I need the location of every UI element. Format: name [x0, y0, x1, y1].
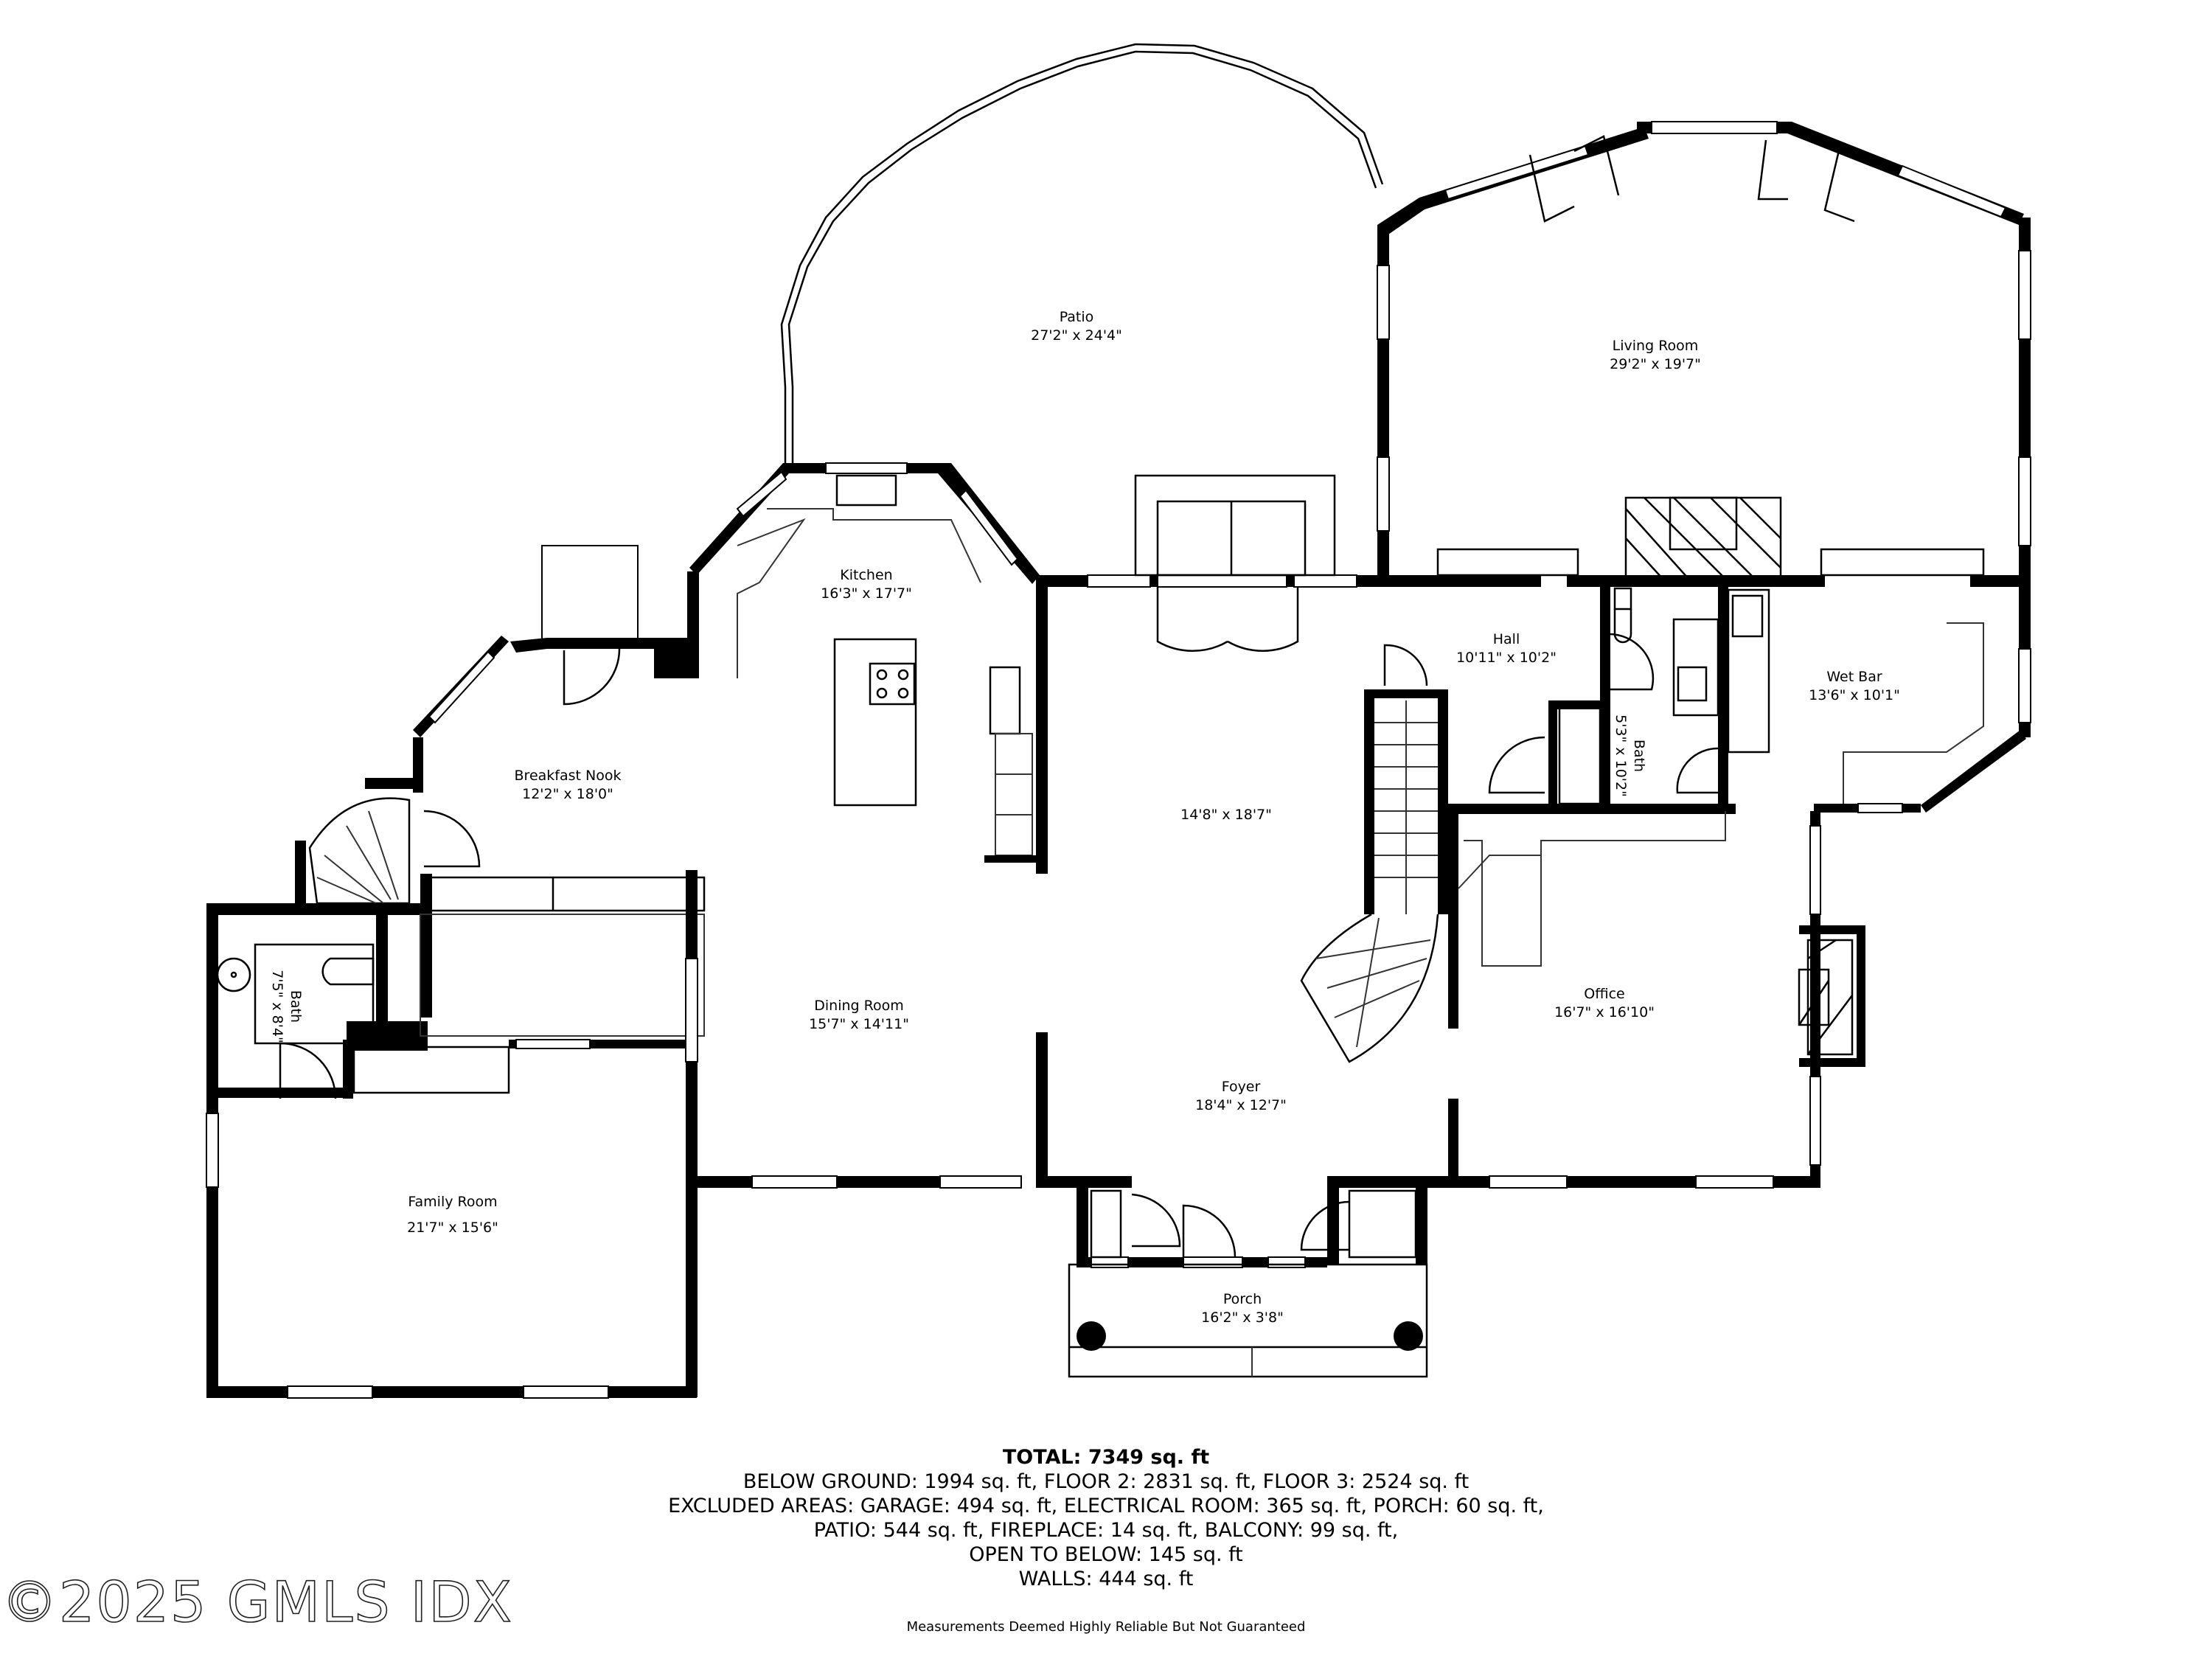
room-name: Patio [1059, 309, 1094, 325]
office-walls [1448, 811, 1865, 1189]
room-name: Living Room [1612, 338, 1699, 354]
living-room-walls [1377, 121, 2031, 582]
kitchen-walls [687, 462, 1048, 874]
dining-room-walls [685, 951, 1048, 1189]
room-dims: 21'7" x 15'6" [407, 1220, 498, 1236]
room-label-wet-bar: Wet Bar 13'6" x 10'1" [1809, 668, 1900, 705]
room-name: Hall [1492, 631, 1520, 647]
room-label-office: Office 16'7" x 16'10" [1554, 985, 1655, 1022]
fireplace-living [1624, 496, 1782, 580]
room-dims: 29'2" x 19'7" [1610, 356, 1701, 372]
room-label-living-room: Living Room 29'2" x 19'7" [1610, 337, 1701, 374]
area-summary: TOTAL: 7349 sq. ft BELOW GROUND: 1994 sq… [0, 1445, 2212, 1591]
room-dims: 10'11" x 10'2" [1456, 650, 1557, 666]
room-label-breakfast-nook: Breakfast Nook 12'2" x 18'0" [515, 767, 622, 804]
room-name: Family Room [408, 1194, 498, 1210]
office-top-built-in [1458, 811, 1726, 889]
room-label-family-room: Family Room 21'7" x 15'6" [407, 1193, 498, 1237]
room-label-bath-upper: Bath 5'3" x 10'2" [1611, 714, 1648, 797]
room-name: Bath [1631, 739, 1647, 773]
room-label-kitchen: Kitchen 16'3" x 17'7" [821, 566, 912, 603]
room-dims: 13'6" x 10'1" [1809, 687, 1900, 703]
room-dims: 16'2" x 3'8" [1201, 1310, 1284, 1326]
foyer-walls [1036, 1176, 1449, 1378]
room-dims: 27'2" x 24'4" [1031, 327, 1122, 344]
room-name: Bath [288, 990, 304, 1023]
family-room-walls [206, 870, 698, 1399]
living-room-doors [1528, 135, 1855, 223]
measurement-disclaimer: Measurements Deemed Highly Reliable But … [906, 1619, 1306, 1635]
room-label-bath-lower: Bath 7'5" x 8'4" [268, 970, 305, 1043]
summary-line-walls: WALLS: 444 sq. ft [1018, 1568, 1194, 1590]
summary-line-excluded: EXCLUDED AREAS: GARAGE: 494 sq. ft, ELEC… [668, 1495, 1544, 1517]
breakfast-nook-walls [295, 545, 691, 911]
hall-bath-wetbar-walls [1436, 548, 2031, 814]
room-dims: 5'3" x 10'2" [1613, 714, 1629, 797]
room-dims: 16'7" x 16'10" [1554, 1004, 1655, 1020]
summary-line-floors: BELOW GROUND: 1994 sq. ft, FLOOR 2: 2831… [742, 1470, 1470, 1493]
room-name: Wet Bar [1826, 669, 1882, 685]
room-name: Breakfast Nook [514, 768, 622, 784]
room-label-hall: Hall 10'11" x 10'2" [1456, 630, 1557, 667]
room-label-dining-room: Dining Room 15'7" x 14'11" [809, 997, 909, 1034]
room-name: Office [1584, 986, 1625, 1002]
room-dims: 14'8" x 18'7" [1180, 807, 1272, 823]
room-dims: 16'3" x 17'7" [821, 585, 912, 602]
room-name: Kitchen [840, 567, 893, 583]
room-label-patio: Patio 27'2" x 24'4" [1031, 308, 1122, 345]
room-dims: 18'4" x 12'7" [1195, 1097, 1287, 1113]
room-label-center-room: 14'8" x 18'7" [1180, 806, 1272, 824]
room-name: Porch [1222, 1291, 1262, 1307]
summary-line-excluded-cont: PATIO: 544 sq. ft, FIREPLACE: 14 sq. ft,… [813, 1519, 1399, 1542]
room-name: Foyer [1221, 1079, 1261, 1095]
summary-line-open-to-below: OPEN TO BELOW: 145 sq. ft [969, 1543, 1243, 1566]
room-dims: 7'5" x 8'4" [269, 970, 285, 1043]
central-walls [1040, 474, 2031, 588]
room-dims: 12'2" x 18'0" [522, 786, 613, 802]
room-name: Dining Room [814, 998, 904, 1014]
room-label-porch: Porch 16'2" x 3'8" [1201, 1290, 1284, 1327]
patio-outline [780, 43, 1384, 465]
total-area: TOTAL: 7349 sq. ft [1002, 1446, 1210, 1469]
lower-left-walls [206, 874, 706, 1397]
room-label-foyer: Foyer 18'4" x 12'7" [1195, 1078, 1287, 1115]
room-dims: 15'7" x 14'11" [809, 1016, 909, 1032]
patio-french-doors [1156, 587, 1299, 652]
copyright-watermark: ©2025 GMLS IDX [1, 1568, 513, 1635]
foyer-staircase [1300, 644, 1448, 1063]
